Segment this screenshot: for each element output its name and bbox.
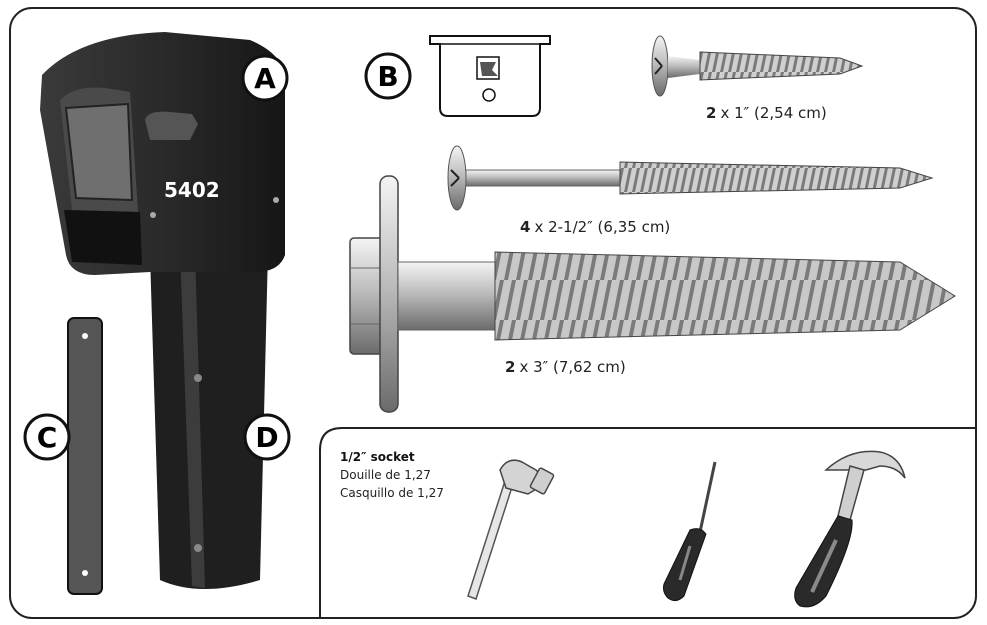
lag-bolt bbox=[349, 175, 956, 413]
screw-medium bbox=[447, 145, 934, 211]
mounting-clip bbox=[429, 35, 551, 117]
screw-small bbox=[651, 35, 864, 97]
mailbox-post bbox=[140, 250, 268, 589]
hammer-icon bbox=[794, 450, 906, 608]
socket-es: Casquillo de 1,27 bbox=[340, 486, 444, 500]
socket-fr: Douille de 1,27 bbox=[340, 468, 431, 482]
svg-text:A: A bbox=[254, 62, 276, 95]
label-d: D bbox=[243, 413, 291, 461]
house-number: 5402 bbox=[164, 178, 220, 202]
flag-icon bbox=[145, 111, 198, 140]
label-a: A bbox=[241, 54, 289, 102]
tools-panel bbox=[319, 427, 976, 618]
mailbox-body: 5402 bbox=[40, 32, 285, 275]
label-b: B bbox=[364, 52, 412, 100]
label-c: C bbox=[23, 413, 71, 461]
socket-title: 1/2″ socket bbox=[340, 450, 415, 464]
ratchet-icon bbox=[467, 459, 555, 600]
screwdriver-icon bbox=[663, 461, 717, 602]
svg-text:C: C bbox=[37, 421, 58, 454]
svg-text:B: B bbox=[377, 60, 398, 93]
mounting-bracket bbox=[67, 317, 103, 595]
svg-text:D: D bbox=[255, 421, 278, 454]
